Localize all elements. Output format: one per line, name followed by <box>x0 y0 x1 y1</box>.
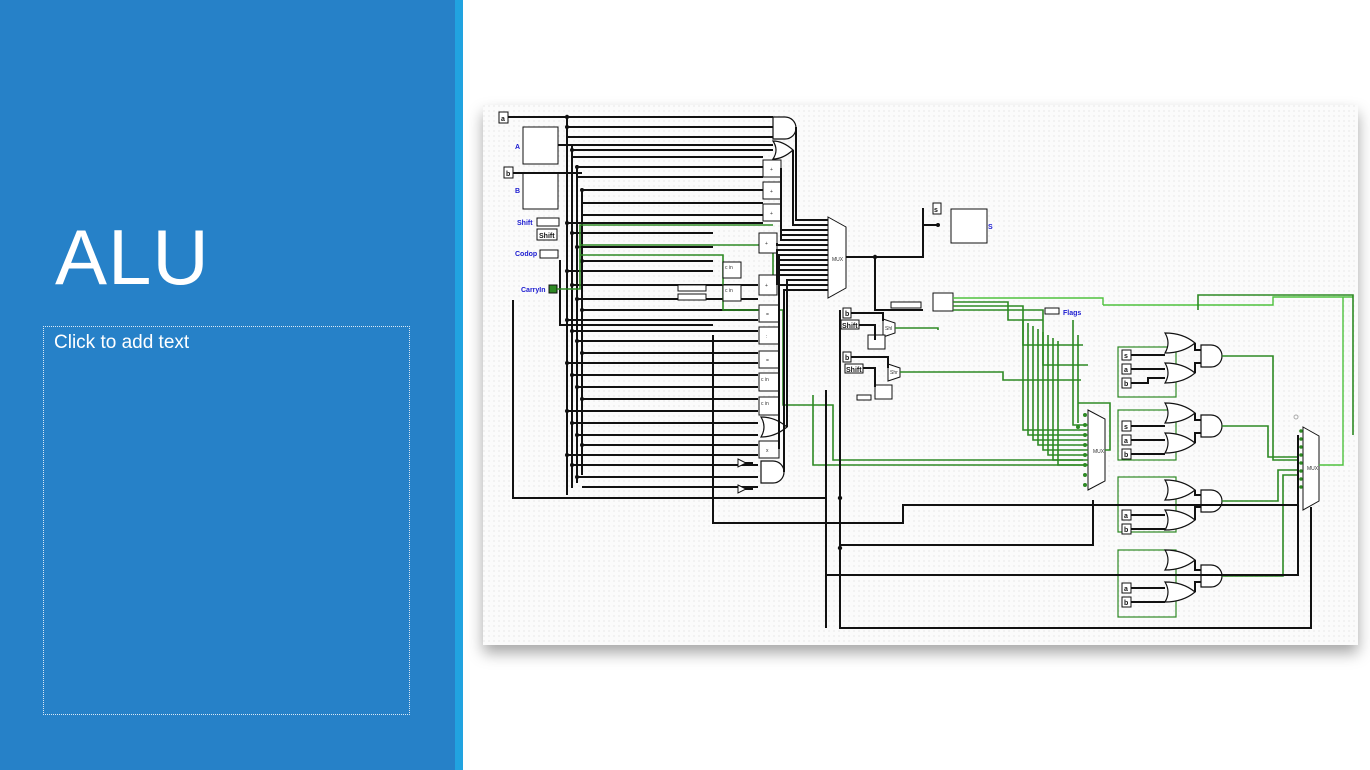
svg-text:MUX: MUX <box>1093 449 1105 455</box>
svg-text:a: a <box>1124 513 1128 520</box>
op-block-2: + <box>762 181 782 200</box>
svg-text:a: a <box>1124 586 1128 593</box>
adder-2: c in <box>722 261 742 279</box>
flags-label: Flags <box>1063 310 1081 317</box>
flags-splitter <box>932 292 954 312</box>
svg-text:b: b <box>1124 527 1128 534</box>
svg-text:b: b <box>1124 381 1128 388</box>
input-B-label: B <box>515 188 520 195</box>
svg-text:MUX: MUX <box>1307 466 1319 472</box>
svg-text:s: s <box>1124 424 1128 431</box>
shift-left-block: b Shift Shl <box>840 307 896 350</box>
codop-label: Codop <box>515 251 537 258</box>
main-mux: MUX <box>827 216 847 299</box>
carryin-label: CarryIn <box>521 287 546 294</box>
svg-text:c in: c in <box>725 288 733 294</box>
flags-const <box>890 301 922 309</box>
adder-4: + <box>758 274 778 296</box>
svg-text:b: b <box>845 311 849 318</box>
svg-text::: : <box>766 334 767 340</box>
svg-text:=: = <box>766 358 769 364</box>
flags-pin[interactable] <box>1044 307 1060 315</box>
input-A-label: A <box>515 144 520 151</box>
or-gate-mid <box>759 416 788 438</box>
output-S-pin[interactable] <box>950 208 988 244</box>
op-block-6: = <box>758 350 780 369</box>
adder-3: c in <box>722 284 742 302</box>
output-S-label: S <box>988 224 993 231</box>
const-block-1 <box>677 284 707 301</box>
input-B-pin[interactable] <box>522 172 559 210</box>
svg-text:Shift: Shift <box>842 323 858 330</box>
svg-text:a: a <box>1124 367 1128 374</box>
codop-pin[interactable] <box>539 249 559 259</box>
svg-text:=: = <box>766 312 769 318</box>
op-block-3: + <box>762 203 782 222</box>
flag-group-1: s a b <box>1117 332 1298 461</box>
accent-bar <box>455 0 463 770</box>
text-placeholder-label: Click to add text <box>54 332 190 353</box>
op-block-4: = <box>758 304 780 323</box>
svg-text:c in: c in <box>761 401 769 407</box>
flags-mux: MUX <box>1087 409 1106 491</box>
input-a-tunnel[interactable]: a <box>498 111 509 124</box>
final-flags-mux: MUX <box>1302 426 1320 511</box>
op-block-1: + <box>762 159 782 178</box>
adder-1: + <box>758 232 778 254</box>
input-A-pin[interactable] <box>522 126 559 165</box>
circuit-svg: a b A B Shift Shift Codop CarryIn + + + … <box>483 105 1358 645</box>
op-block-8: c in <box>758 396 780 416</box>
svg-text:+: + <box>770 211 773 217</box>
probe <box>1293 414 1299 420</box>
svg-text:s: s <box>934 207 938 214</box>
svg-text:x: x <box>766 448 769 454</box>
op-block-5: : <box>758 326 780 345</box>
svg-text:c in: c in <box>761 377 769 383</box>
not-gate-2 <box>737 484 748 494</box>
and-gate-bottom <box>760 460 785 484</box>
svg-text:c in: c in <box>725 265 733 271</box>
svg-text:s: s <box>1124 353 1128 360</box>
and-gate-top <box>772 116 797 140</box>
not-gate-1 <box>737 458 748 468</box>
slide-title[interactable]: ALU <box>55 213 210 301</box>
svg-text:a: a <box>501 116 505 123</box>
flag-group-2: s a b <box>1117 402 1298 461</box>
input-b-tunnel[interactable]: b <box>503 166 514 179</box>
svg-text:MUX: MUX <box>832 257 844 263</box>
svg-text:b: b <box>506 171 510 178</box>
left-panel: ALU Click to add text <box>0 0 455 770</box>
svg-text:Shl: Shl <box>885 326 892 332</box>
svg-text:b: b <box>845 355 849 362</box>
flag-group-3: a b <box>1117 469 1298 535</box>
text-placeholder-box[interactable]: Click to add text <box>43 326 410 715</box>
svg-text:b: b <box>1124 452 1128 459</box>
svg-text:Shr: Shr <box>890 370 898 376</box>
shift-pin[interactable] <box>536 217 560 227</box>
carryin-pin[interactable] <box>548 284 558 294</box>
svg-text:+: + <box>770 167 773 173</box>
output-s-tunnel[interactable]: s <box>932 202 942 215</box>
shift-right-block: b Shift Shr <box>842 351 901 401</box>
svg-text:a: a <box>1124 438 1128 445</box>
svg-text:+: + <box>765 283 768 289</box>
svg-text:+: + <box>770 189 773 195</box>
svg-text:Shift: Shift <box>846 367 862 374</box>
alu-circuit-diagram[interactable]: a b A B Shift Shift Codop CarryIn + + + … <box>483 105 1358 645</box>
shift-tunnel[interactable]: Shift <box>536 228 558 241</box>
op-block-7: c in <box>758 372 780 392</box>
mult-block: x <box>758 440 780 459</box>
svg-text:Shift: Shift <box>539 233 555 240</box>
svg-text:+: + <box>765 241 768 247</box>
or-gate-top <box>771 140 794 160</box>
flag-group-4: a b <box>1117 474 1298 618</box>
svg-text:b: b <box>1124 600 1128 607</box>
shift-label: Shift <box>517 220 533 227</box>
